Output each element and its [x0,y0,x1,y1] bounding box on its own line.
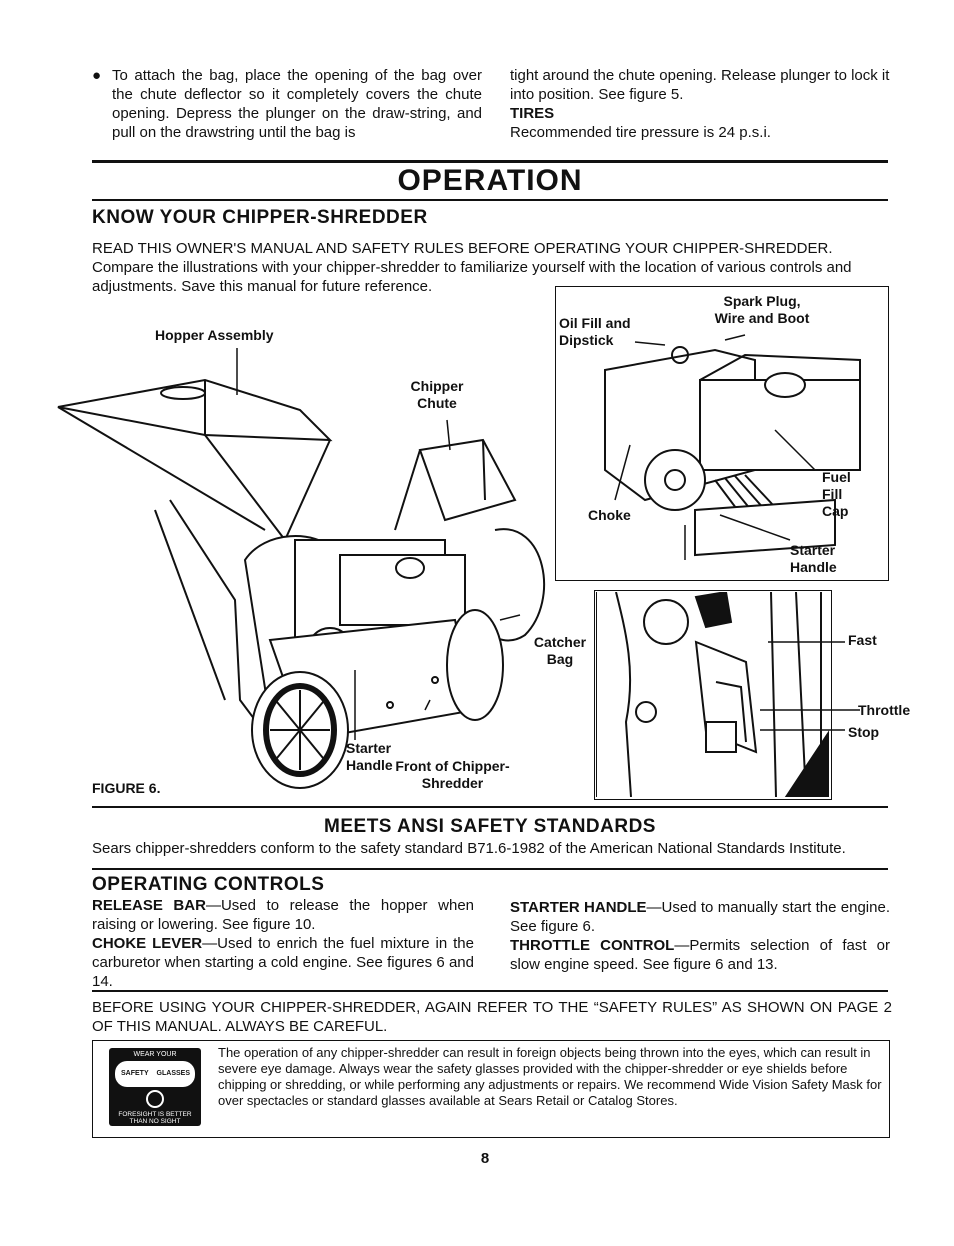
know-heading: KNOW YOUR CHIPPER-SHREDDER [92,207,428,228]
label-throttle: Throttle [858,702,911,718]
release-bar-item: RELEASE BAR—Used to release the hopper w… [92,896,474,934]
label-starter-handle-detail: Starter Handle [790,542,837,575]
choke-lever-text: —Used to enrich the fuel mixture in the … [92,935,474,990]
label-choke: Choke [588,507,631,523]
controls-heading: OPERATING CONTROLS [92,874,325,895]
chipper-shredder-illustration [57,348,546,789]
label-front-of-chipper-shredder: Front of Chipper-Shredder [395,758,510,791]
label-stop: Stop [848,724,880,740]
figure-label: FIGURE 6. [92,780,161,796]
label-fast: Fast [848,632,877,648]
starter-handle-text: —Used to manually start the engine. See … [510,899,890,935]
release-bar-term: RELEASE BAR [92,897,206,914]
badge-top-text: WEAR YOUR [133,1051,177,1058]
throttle-control-text: —Permits selection of fast or slow engin… [510,937,890,973]
divider [92,160,888,163]
controls-left-column: RELEASE BAR—Used to release the hopper w… [92,896,474,991]
intro-right-column: tight around the chute opening. Release … [510,66,895,142]
label-spark-plug-wire-boot: Spark Plug, Wire and Boot [714,293,810,326]
label-fuel-fill-cap: Fuel Fill Cap [822,469,851,519]
starter-handle-term: STARTER HANDLE [510,899,647,916]
divider [92,199,888,201]
throttle-control-term: THROTTLE CONTROL [510,937,675,954]
controls-right-column: STARTER HANDLE—Used to manually start th… [510,898,890,974]
throttle-leader-lines [760,641,860,731]
ansi-heading: MEETS ANSI SAFETY STANDARDS [324,816,656,837]
badge-bottom-text-1: FORESIGHT IS BETTER [118,1111,192,1118]
safety-notice-text: The operation of any chipper-shredder ca… [218,1045,882,1108]
starter-handle-item: STARTER HANDLE—Used to manually start th… [510,898,890,936]
engine-detail-illustration [604,334,861,560]
page-number: 8 [480,1150,490,1167]
throttle-detail-box [594,590,832,800]
intro-continued-text: tight around the chute opening. Release … [510,67,890,103]
before-using-text: BEFORE USING YOUR CHIPPER-SHREDDER, AGAI… [92,999,892,1035]
safety-glasses-badge: WEAR YOUR SAFETY GLASSES FORESIGHT IS BE… [109,1048,201,1126]
choke-lever-item: CHOKE LEVER—Used to enrich the fuel mixt… [92,934,474,991]
know-line2: Compare the illustrations with your chip… [92,259,852,295]
ansi-text: Sears chipper-shredders conform to the s… [92,840,846,857]
badge-safety-text: SAFETY [121,1070,149,1077]
tires-text: Recommended tire pressure is 24 p.s.i. [510,124,771,141]
safety-notice-box [92,1040,890,1138]
know-line1: READ THIS OWNER'S MANUAL AND SAFETY RULE… [92,240,833,257]
bullet-icon: ● [92,67,102,84]
label-hopper-assembly: Hopper Assembly [155,327,274,343]
badge-glasses-row: SAFETY GLASSES [115,1061,195,1087]
throttle-detail-illustration [596,592,829,797]
engine-detail-box [555,286,889,581]
throttle-control-item: THROTTLE CONTROL—Permits selection of fa… [510,936,890,974]
label-catcher-bag: Catcher Bag [533,634,587,667]
intro-bullet-text: To attach the bag, place the opening of … [112,67,482,141]
divider [92,806,888,808]
label-oil-fill-dipstick: Oil Fill and Dipstick [559,315,631,348]
label-starter-handle: Starter Handle [346,740,393,773]
badge-glasses-text: GLASSES [156,1070,190,1077]
divider [92,868,888,870]
section-title: OPERATION [397,164,583,197]
label-chipper-chute: Chipper Chute [410,378,464,411]
badge-bottom-text-2: THAN NO SIGHT [129,1118,181,1125]
divider [92,990,888,992]
safety-glasses-icon [146,1090,164,1108]
release-bar-text: —Used to release the hopper when raising… [92,897,474,933]
tires-heading: TIRES [510,105,555,122]
intro-left-column: ● To attach the bag, place the opening o… [92,66,482,142]
choke-lever-term: CHOKE LEVER [92,935,203,952]
